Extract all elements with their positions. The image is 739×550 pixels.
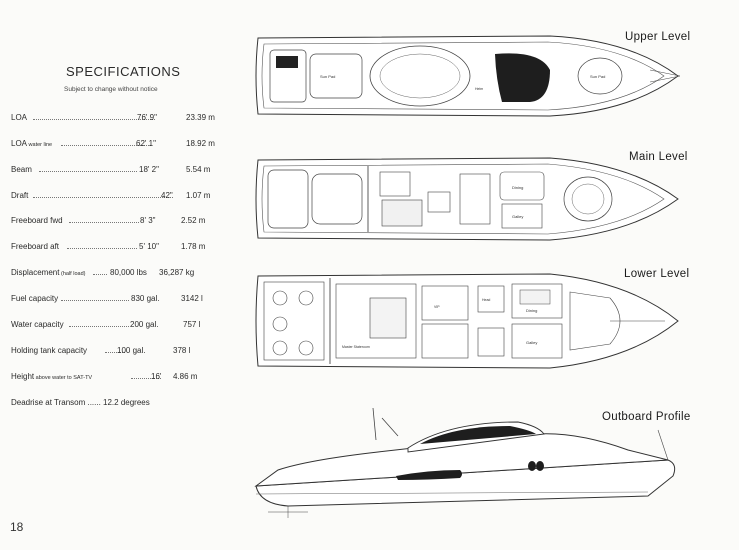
- spec-leader-dots: [131, 377, 161, 379]
- spec-label-text: Holding tank capacity: [11, 346, 88, 355]
- spec-imperial-value: 8' 3": [140, 216, 156, 225]
- main-level-plan: Dining Galley: [255, 157, 679, 241]
- spec-leader-dots: [39, 170, 137, 172]
- spec-label-text: Beam: [11, 165, 32, 174]
- spec-label: Beam: [11, 165, 32, 174]
- main-level-title: Main Level: [629, 151, 688, 163]
- lower-galley-label: Galley: [526, 340, 537, 345]
- spec-metric-value: 378 l: [173, 346, 191, 355]
- spec-row: LOA water line 62' 1" 18.92 m: [11, 139, 221, 153]
- spec-row: Holding tank capacity 100 gal. 378 l: [11, 346, 221, 360]
- spec-leader-dots: [105, 351, 125, 353]
- spec-metric-value: 23.39 m: [186, 113, 215, 122]
- spec-imperial-value: 76' 9": [137, 113, 157, 122]
- upper-sun-pad-fwd-label: Sun Pad: [590, 74, 605, 79]
- lower-level-plan: Master Stateroom VIP Head Dining Galley: [255, 273, 679, 369]
- spec-leader-dots: [33, 196, 173, 198]
- spec-label: Freeboard fwd: [11, 216, 63, 225]
- spec-imperial-value: 830 gal.: [131, 294, 160, 303]
- spec-label-text: Freeboard aft: [11, 242, 60, 251]
- spec-label: LOA water line: [11, 139, 52, 148]
- main-dining-label: Dining: [512, 185, 523, 190]
- spec-row: Fuel capacity 830 gal. 3142 l: [11, 294, 221, 308]
- spec-label: Water capacity: [11, 320, 64, 329]
- spec-imperial-value: 100 gal.: [117, 346, 146, 355]
- spec-imperial-value: 42": [161, 191, 173, 200]
- spec-label-text: LOA: [11, 113, 28, 122]
- spec-leader-dots: [33, 118, 155, 120]
- spec-label: Height above water to SAT-TV: [11, 372, 92, 381]
- spec-metric-value: 36,287 kg: [159, 268, 195, 277]
- deadrise-spec: Deadrise at Transom ...... 12.2 degrees: [11, 398, 150, 407]
- spec-label: Displacement (half load): [11, 268, 85, 277]
- spec-row: Displacement (half load) 80,000 lbs 36,287…: [11, 268, 221, 282]
- spec-metric-value: 757 l: [183, 320, 201, 329]
- spec-label: Freeboard aft: [11, 242, 59, 251]
- spec-leader-dots: [69, 325, 129, 327]
- main-galley-label: Galley: [512, 214, 523, 219]
- spec-label-text: Water capacity: [11, 320, 64, 329]
- upper-level-title: Upper Level: [625, 31, 691, 43]
- spec-row: Height above water to SAT-TV 16' 4.86 m: [11, 372, 221, 386]
- spec-label-text: LOA: [11, 139, 28, 148]
- spec-metric-value: 5.54 m: [186, 165, 211, 174]
- spec-label-text: Displacement: [11, 268, 60, 277]
- spec-label-note: (half load): [59, 271, 86, 277]
- spec-leader-dots: [61, 144, 151, 146]
- spec-label: Draft: [11, 191, 28, 200]
- spec-label-text: Fuel capacity: [11, 294, 59, 303]
- lower-head-label: Head: [482, 298, 490, 302]
- spec-metric-value: 2.52 m: [181, 216, 206, 225]
- spec-leader-dots: [61, 299, 129, 301]
- spec-label-text: Draft: [11, 191, 29, 200]
- spec-metric-value: 18.92 m: [186, 139, 215, 148]
- spec-leader-dots: [93, 273, 107, 275]
- outboard-profile-title: Outboard Profile: [602, 411, 691, 423]
- specifications-subtitle: Subject to change without notice: [64, 86, 158, 93]
- spec-metric-value: 3142 l: [181, 294, 203, 303]
- spec-row: Draft 42" 1.07 m: [11, 191, 221, 205]
- spec-label: Holding tank capacity: [11, 346, 87, 355]
- spec-imperial-value: 5' 10": [139, 242, 159, 251]
- spec-label: LOA: [11, 113, 27, 122]
- spec-imperial-value: 16': [151, 372, 162, 381]
- outboard-profile-drawing: [254, 407, 676, 518]
- spec-leader-dots: [67, 247, 137, 249]
- specifications-title: SPECIFICATIONS: [66, 64, 181, 79]
- lower-vip-label: VIP: [434, 305, 440, 309]
- spec-row: Water capacity 200 gal. 757 l: [11, 320, 221, 334]
- spec-row: Freeboard aft 5' 10" 1.78 m: [11, 242, 221, 256]
- spec-label-text: Freeboard fwd: [11, 216, 63, 225]
- spec-metric-value: 1.78 m: [181, 242, 206, 251]
- spec-row: Freeboard fwd 8' 3" 2.52 m: [11, 216, 221, 230]
- spec-imperial-value: 200 gal.: [130, 320, 159, 329]
- spec-imperial-value: 62' 1": [136, 139, 156, 148]
- lower-master-label: Master Stateroom: [342, 345, 370, 349]
- spec-row: Beam 18' 2" 5.54 m: [11, 165, 221, 179]
- spec-metric-value: 1.07 m: [186, 191, 211, 200]
- spec-row: LOA 76' 9" 23.39 m: [11, 113, 221, 127]
- page-number: 18: [10, 520, 24, 534]
- spec-label: Fuel capacity: [11, 294, 58, 303]
- spec-label-text: Height: [11, 372, 35, 381]
- spec-imperial-value: 80,000 lbs: [110, 268, 147, 277]
- upper-level-plan: Sun Pad Helm Sun Pad: [255, 35, 681, 117]
- lower-dining-label: Dining: [526, 308, 537, 313]
- lower-level-title: Lower Level: [624, 268, 690, 280]
- spec-leader-dots: [69, 221, 139, 223]
- upper-sun-pad-aft-label: Sun Pad: [320, 74, 335, 79]
- upper-helm-label: Helm: [475, 87, 483, 91]
- spec-imperial-value: 18' 2": [139, 165, 159, 174]
- spec-label-note: water line: [27, 142, 53, 148]
- spec-label-note: above water to SAT-TV: [34, 375, 93, 381]
- spec-metric-value: 4.86 m: [173, 372, 198, 381]
